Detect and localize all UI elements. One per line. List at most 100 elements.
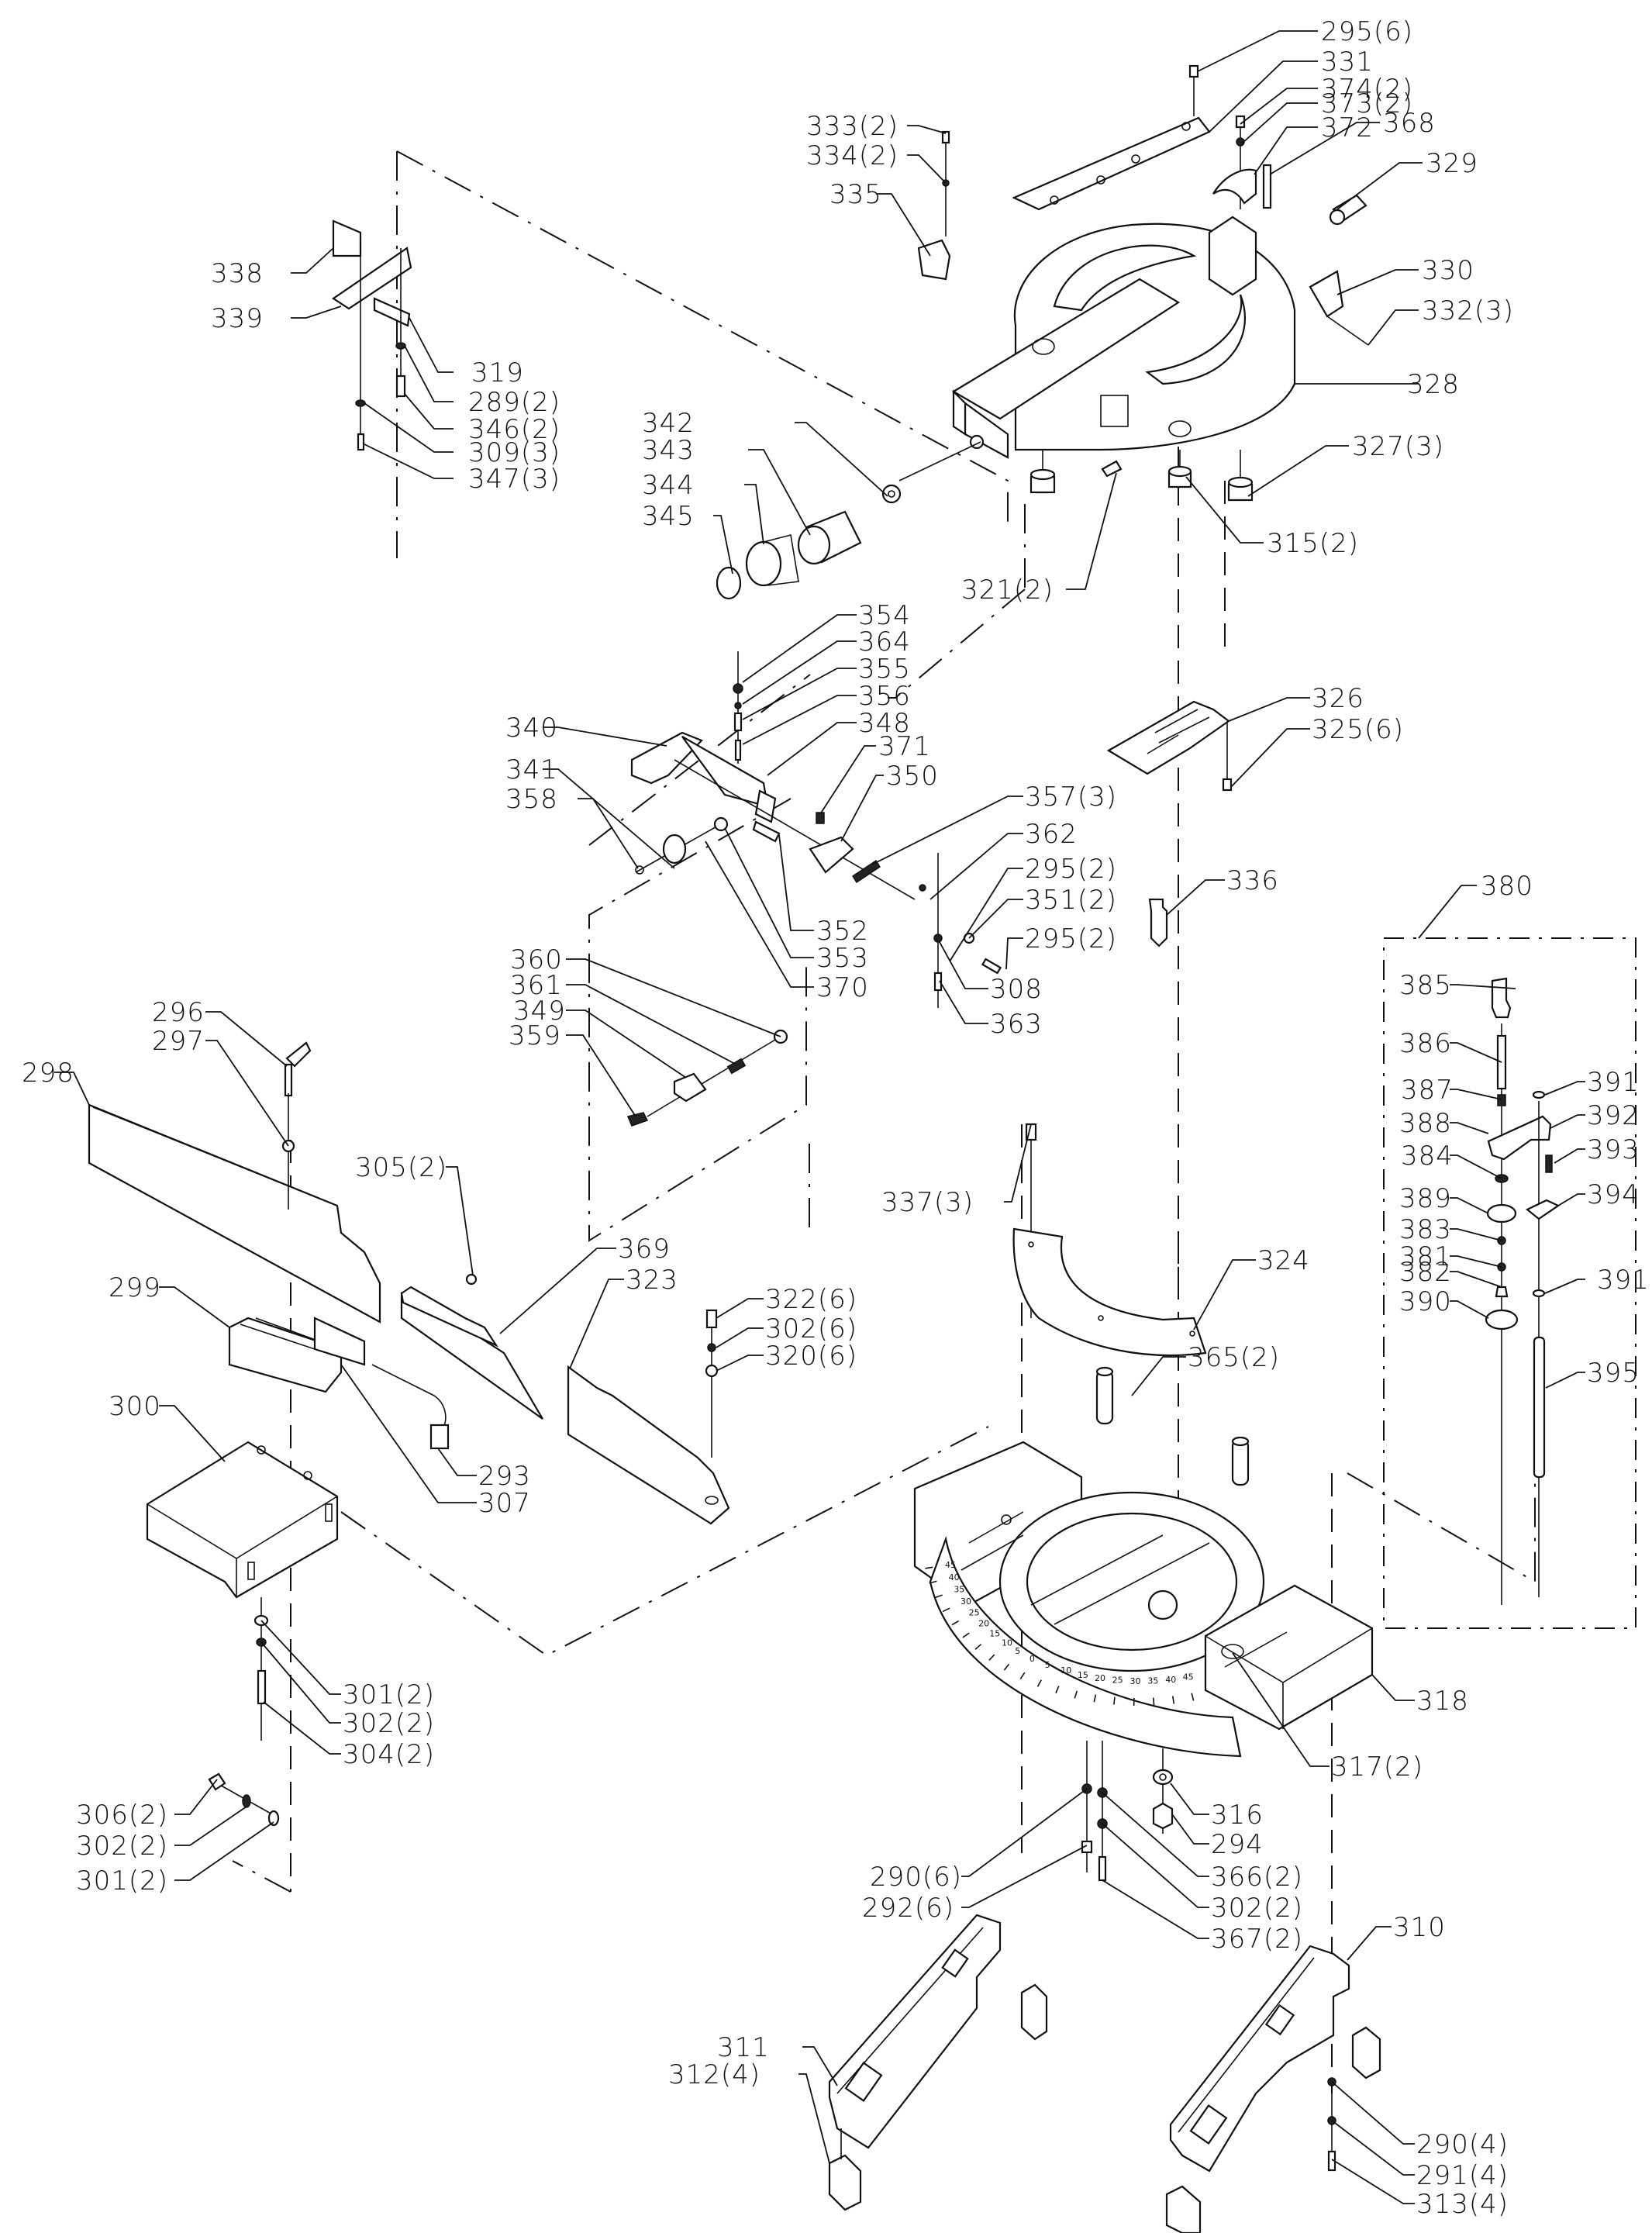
label-389: 389	[1399, 1183, 1452, 1214]
scale-tick	[1191, 1693, 1195, 1701]
scale-tick	[1171, 1696, 1175, 1704]
label-343: 343	[642, 435, 695, 466]
part-336-shaft	[1148, 898, 1168, 947]
scale-tick	[974, 1644, 982, 1650]
label-384: 384	[1401, 1141, 1454, 1172]
label-331: 331	[1321, 47, 1374, 78]
label-340: 340	[505, 713, 558, 744]
label-385: 385	[1399, 970, 1452, 1001]
label-295-2b: 295(2)	[1025, 923, 1117, 954]
label-367: 367(2)	[1211, 1924, 1303, 1955]
label-296: 296	[152, 997, 205, 1028]
part-369-fence-insert	[400, 1273, 543, 1420]
scale-tick	[934, 1594, 943, 1599]
label-334: 334(2)	[806, 140, 898, 171]
scale-tick-label: 0	[1029, 1654, 1035, 1664]
label-319: 319	[471, 357, 524, 388]
label-364: 364	[858, 626, 911, 657]
label-338: 338	[211, 258, 264, 289]
label-382: 382	[1399, 1257, 1452, 1288]
label-372: 372	[1321, 112, 1374, 143]
label-359: 359	[509, 1020, 561, 1051]
label-302-2b: 302(2)	[76, 1831, 168, 1862]
label-361: 361	[510, 970, 563, 1001]
left-bracket-group	[332, 219, 412, 451]
label-295-6: 295(6)	[1321, 16, 1413, 47]
label-339: 339	[211, 303, 264, 334]
part-311-leg	[828, 1914, 1048, 2211]
scale-tick-label: 20	[1095, 1673, 1105, 1683]
label-360: 360	[510, 944, 563, 975]
scale-tick	[925, 1566, 933, 1569]
scale-tick-label: 5	[1015, 1646, 1020, 1656]
label-298: 298	[22, 1058, 74, 1089]
label-365: 365(2)	[1188, 1342, 1280, 1373]
label-387: 387	[1401, 1075, 1454, 1106]
part-310-leg	[1165, 1945, 1381, 2233]
turntable-feet	[1029, 450, 1254, 502]
label-305: 305(2)	[355, 1152, 447, 1183]
scale-tick-label: 40	[1165, 1675, 1176, 1685]
part-labels: 295(6) 331 374(2) 373(2) 372 368 329 333…	[22, 16, 1649, 2220]
label-342: 342	[642, 408, 695, 439]
scale-tick-label: 35	[1147, 1676, 1158, 1686]
label-328: 328	[1407, 369, 1460, 400]
label-386: 386	[1399, 1028, 1452, 1059]
part-352-link	[752, 820, 781, 843]
part-343-bushing-set	[716, 441, 981, 600]
label-313: 313(4)	[1416, 2189, 1509, 2220]
scale-tick-label: 40	[949, 1572, 960, 1582]
part-300-table-extension	[146, 1441, 339, 1599]
scale-tick-label: 45	[1183, 1672, 1194, 1682]
scale-tick	[1055, 1686, 1060, 1694]
label-301-2a: 301(2)	[343, 1679, 435, 1710]
label-363: 363	[990, 1009, 1043, 1040]
part-385-lever	[1491, 977, 1512, 1019]
scale-tick	[942, 1607, 950, 1613]
label-333: 333(2)	[806, 111, 898, 142]
label-291: 291(4)	[1416, 2160, 1509, 2191]
part-372-guard	[1212, 168, 1257, 205]
label-354: 354	[858, 600, 911, 631]
top-fasteners	[917, 115, 1369, 346]
label-317: 317(2)	[1331, 1752, 1423, 1783]
label-330: 330	[1422, 255, 1474, 286]
label-312: 312(4)	[668, 2059, 760, 2090]
part-368-pin	[1262, 164, 1272, 209]
label-311: 311	[717, 2032, 770, 2063]
label-374: 374(2)	[1321, 74, 1413, 105]
label-393: 393	[1587, 1134, 1640, 1165]
label-370: 370	[816, 972, 869, 1003]
label-316: 316	[1211, 1800, 1264, 1831]
label-295-2a: 295(2)	[1025, 854, 1117, 885]
label-348: 348	[858, 708, 911, 739]
label-353: 353	[816, 943, 869, 974]
scale-tick	[1074, 1690, 1078, 1699]
label-349: 349	[513, 996, 566, 1027]
scale-tick	[1093, 1694, 1097, 1703]
label-307: 307	[478, 1488, 531, 1519]
scale-tick	[1113, 1696, 1116, 1705]
assembly-guide-lines	[232, 150, 1536, 2093]
label-329: 329	[1426, 148, 1478, 179]
part-323-fence-right	[567, 1309, 730, 1525]
label-306: 306(2)	[76, 1800, 168, 1831]
label-290-6: 290(6)	[870, 1862, 962, 1893]
scale-tick-label: 25	[969, 1608, 980, 1618]
label-335: 335	[829, 179, 882, 210]
label-327: 327(3)	[1352, 431, 1444, 462]
label-292: 292(6)	[862, 1893, 954, 1924]
label-332: 332(3)	[1422, 295, 1514, 326]
label-322: 322(6)	[765, 1284, 857, 1315]
label-351: 351(2)	[1025, 885, 1117, 916]
scale-tick	[1019, 1672, 1026, 1679]
scale-tick	[1036, 1679, 1042, 1687]
label-344: 344	[642, 470, 695, 501]
label-383: 383	[1399, 1214, 1452, 1245]
label-304: 304(2)	[343, 1739, 435, 1770]
leader-lines	[54, 30, 1585, 2204]
part-328-table-arm	[951, 216, 1296, 459]
scale-tick-label: 35	[954, 1585, 964, 1595]
